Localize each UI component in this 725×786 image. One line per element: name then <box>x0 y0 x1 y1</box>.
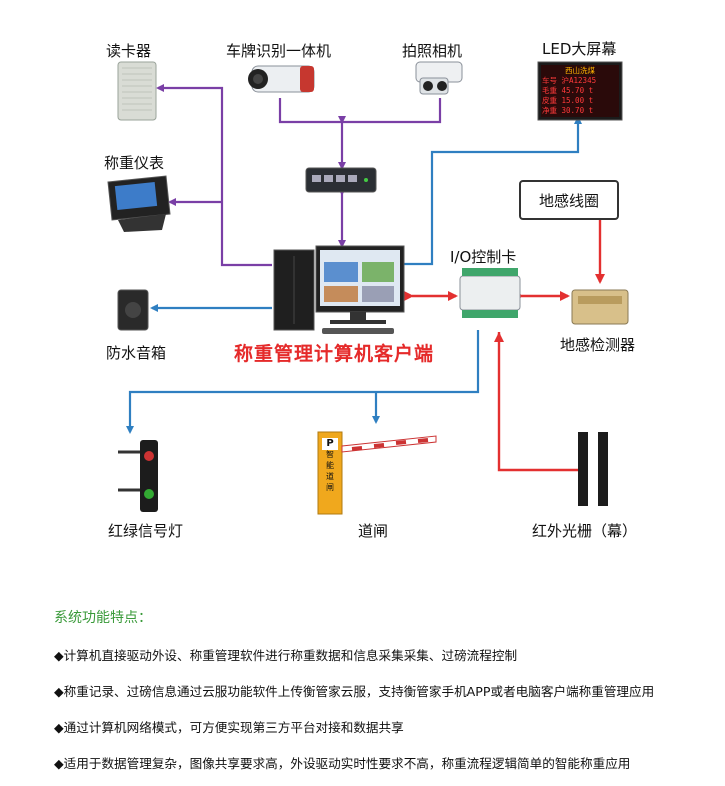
led-row: 皮重 15.00 t <box>542 96 594 105</box>
led-row: 西山洗煤 <box>565 66 595 75</box>
center-title: 称重管理计算机客户端 <box>234 343 435 365</box>
red-connections <box>404 218 605 472</box>
led-screen-icon <box>537 61 623 121</box>
blue-connections <box>126 116 582 434</box>
feature-item: ◆适用于数据管理复杂，图像共享要求高，外设驱动实时性要求不高，称重流程逻辑简单的… <box>54 756 631 771</box>
weighing-meter-icon <box>107 175 171 232</box>
network-switch-icon <box>305 167 377 193</box>
gate-sign-char: 智 <box>326 450 334 459</box>
ground-detector-icon <box>571 289 629 325</box>
led-screen-label: LED大屏幕 <box>542 40 617 58</box>
gate-sign-char: 能 <box>326 461 334 470</box>
feature-item: ◆通过计算机网络模式，可方便实现第三方平台对接和数据共享 <box>54 720 404 735</box>
computer-icon <box>273 245 405 334</box>
ground-detector-label: 地感检测器 <box>560 336 636 354</box>
weighing-meter-label: 称重仪表 <box>104 154 165 172</box>
plate-camera-label: 车牌识别一体机 <box>226 42 332 60</box>
led-row: 净重 30.70 t <box>542 106 594 115</box>
gate-sign: P 智 能 道 闸 <box>322 438 338 493</box>
barrier-gate-label: 道闸 <box>358 522 389 540</box>
barrier-gate-icon <box>317 431 437 515</box>
traffic-light-label: 红绿信号灯 <box>108 522 184 540</box>
feature-item: ◆称重记录、过磅信息通过云服功能软件上传衡管家云服，支持衡管家手机APP或者电脑… <box>54 684 655 699</box>
speaker-icon <box>117 289 149 331</box>
led-row: 车号 沪A12345 <box>542 76 597 85</box>
io-card-label: I/O控制卡 <box>450 248 517 266</box>
gate-sign-char: 道 <box>326 472 334 481</box>
plate-camera-icon <box>248 65 315 93</box>
traffic-light-icon <box>118 440 158 512</box>
connection-diagram <box>107 61 629 515</box>
purple-connections <box>156 84 442 267</box>
led-screen-text: 西山洗煤 车号 沪A12345 毛重 45.70 t 皮重 15.00 t 净重… <box>542 66 618 116</box>
card-reader-label: 读卡器 <box>106 42 152 60</box>
infrared-grating-icon <box>578 432 608 506</box>
led-row: 毛重 45.70 t <box>542 86 594 95</box>
io-card-icon <box>459 268 521 318</box>
ground-coil-box: 地感线圈 <box>519 180 619 220</box>
photo-camera-icon <box>415 61 463 95</box>
features-heading: 系统功能特点： <box>54 610 152 626</box>
card-reader-icon <box>117 61 157 121</box>
ground-coil-label: 地感线圈 <box>538 191 599 210</box>
infrared-grating-label: 红外光栅（幕） <box>532 522 638 540</box>
gate-sign-char: 闸 <box>326 483 334 492</box>
photo-camera-label: 拍照相机 <box>402 42 463 60</box>
speaker-label: 防水音箱 <box>106 344 167 362</box>
feature-item: ◆计算机直接驱动外设、称重管理软件进行称重数据和信息采集采集、过磅流程控制 <box>54 648 518 663</box>
gate-sign-char: P <box>326 438 334 449</box>
